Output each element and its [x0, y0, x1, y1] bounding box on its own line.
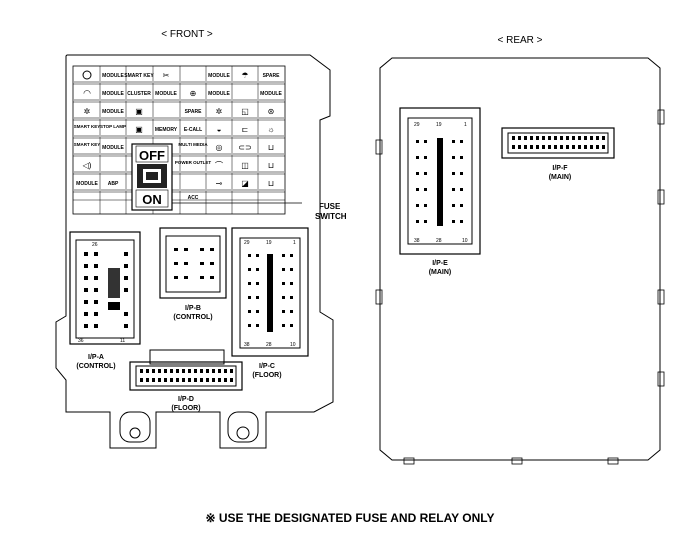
- connector-ip-d: [129, 349, 243, 391]
- ipa-pin-label: 36: [78, 338, 84, 344]
- ipe-sub: (MAIN): [429, 269, 452, 276]
- defrost-icon: ⊛: [268, 107, 275, 116]
- ipd-name: I/P-D: [178, 396, 194, 403]
- ipc-pin-label: 29: [244, 240, 250, 246]
- gear-icon: ✲: [216, 107, 223, 116]
- fuse-symbol-icon: [82, 70, 92, 80]
- front-panel-outline: [55, 54, 334, 449]
- ipf-sub: (MAIN): [549, 174, 572, 181]
- ipe-pin-label: 29: [414, 122, 420, 128]
- ipc-pin-label: 10: [290, 342, 296, 348]
- ipc-pin-label: 38: [244, 342, 250, 348]
- ipa-pin-label: 11: [120, 338, 125, 344]
- sun-icon: ✲: [84, 107, 91, 116]
- car-icon: ⊏: [242, 125, 249, 134]
- ipe-name: I/P-E: [432, 260, 448, 267]
- fuse-label-smart-key: SMART KEY: [74, 142, 101, 147]
- car-icon: ⊂⊃: [238, 143, 251, 152]
- front-mount-tab-right: [227, 411, 259, 443]
- fuse-label-module: MODULE: [208, 91, 230, 97]
- ipa-sub: (CONTROL): [76, 363, 115, 370]
- light-icon: ◎: [216, 143, 223, 152]
- car-icon: ▣: [135, 107, 143, 116]
- rear-header: < REAR >: [497, 35, 542, 46]
- fuse-label-module: MODULE: [102, 91, 124, 97]
- fuse-label-module: MODULE: [155, 91, 177, 97]
- horn-icon: ◠: [83, 88, 91, 98]
- fuse-switch-on-label: ON: [142, 192, 162, 207]
- ipe-pin-label: 1: [464, 122, 467, 128]
- speaker-icon: ◁): [83, 161, 92, 170]
- wiper-icon: ☂: [241, 71, 248, 80]
- wiper-icon: ⌒: [215, 161, 223, 170]
- car-icon: ▣: [135, 125, 143, 134]
- seat-icon: ⊔: [268, 179, 274, 188]
- fuse-label-module: MODULE: [102, 73, 124, 79]
- ipa-pin-label: 26: [92, 242, 98, 248]
- fuse-label-module: MODULE: [76, 181, 98, 187]
- lamp-icon: ◒: [217, 125, 222, 134]
- connector-ip-c: [231, 227, 309, 357]
- fuse-label-memory: MEMORY: [155, 127, 178, 133]
- fuse-label-module: MODULE: [102, 109, 124, 115]
- ipe-pin-label: 19: [436, 122, 442, 128]
- fuse-switch-label: FUSE: [319, 202, 341, 211]
- key-icon: ⊸: [216, 179, 223, 188]
- rear-panel-clips: [375, 109, 665, 465]
- front-header: < FRONT >: [161, 29, 213, 40]
- fuse-switch-off-label: OFF: [139, 148, 165, 163]
- window-icon: ◫: [241, 161, 249, 170]
- fuse-label-smart-key: SMART KEY: [124, 73, 154, 79]
- fuse-label-cluster: CLUSTER: [127, 91, 151, 97]
- connector-ip-a: [69, 231, 141, 345]
- front-mount-tab-left: [119, 411, 151, 443]
- front-mount-hole-right: [236, 426, 250, 440]
- fuse-label-stop-lamp: STOP LAMP: [100, 124, 126, 129]
- seat-heater-icon: ✂: [163, 71, 170, 80]
- fuse-switch[interactable]: OFF ON: [131, 143, 173, 211]
- rear-panel-outline: [379, 57, 661, 461]
- steering-icon: ⊕: [190, 89, 197, 98]
- ipe-pin-label: 28: [436, 238, 442, 244]
- fuse-label-module: MODULE: [208, 73, 230, 79]
- fuse-label-acc: ACC: [188, 195, 199, 201]
- ipc-sub: (FLOOR): [252, 372, 281, 379]
- ipe-pin-label: 10: [462, 238, 468, 244]
- connector-ip-f: [501, 127, 615, 159]
- fuse-label-module: MODULE: [102, 145, 124, 151]
- front-mount-hole-left: [129, 427, 141, 439]
- ipe-pin-label: 38: [414, 238, 420, 244]
- connector-ip-e: [399, 107, 481, 255]
- fuse-label-abp: ABP: [108, 181, 119, 187]
- warning-text: ※ USE THE DESIGNATED FUSE AND RELAY ONLY: [206, 511, 495, 525]
- ipc-pin-label: 1: [293, 240, 296, 246]
- mirror-icon: ◪: [241, 179, 249, 188]
- fuse-label-multi-media: MULTI MEDIA: [178, 142, 208, 147]
- ipc-pin-label: 28: [266, 342, 272, 348]
- fuse-label-smart-key: SMART KEY: [74, 124, 101, 129]
- fuse-label-spare: SPARE: [185, 109, 203, 115]
- fuse-switch-label: SWITCH: [315, 212, 347, 221]
- fuse-label-power-outlet: POWER OUTLET: [175, 160, 211, 165]
- fuse-label-spare: SPARE: [263, 73, 281, 79]
- ipb-sub: (CONTROL): [173, 314, 212, 321]
- ipd-sub: (FLOOR): [171, 405, 200, 412]
- fuse-label-module: MODULE: [260, 91, 282, 97]
- seat-icon: ⊔: [268, 143, 274, 152]
- ipb-name: I/P-B: [185, 305, 201, 312]
- ipa-name: I/P-A: [88, 354, 104, 361]
- mirror-icon: ◱: [241, 107, 249, 116]
- fuse-label-e-call: E-CALL: [184, 127, 202, 133]
- ipc-pin-label: 19: [266, 240, 272, 246]
- connector-ip-b: [159, 227, 227, 299]
- ipf-name: I/P-F: [552, 165, 568, 172]
- seat-icon: ⊔: [268, 161, 274, 170]
- fuse-grid: [72, 65, 286, 215]
- ipc-name: I/P-C: [259, 363, 275, 370]
- sun-icon: ☼: [267, 125, 274, 134]
